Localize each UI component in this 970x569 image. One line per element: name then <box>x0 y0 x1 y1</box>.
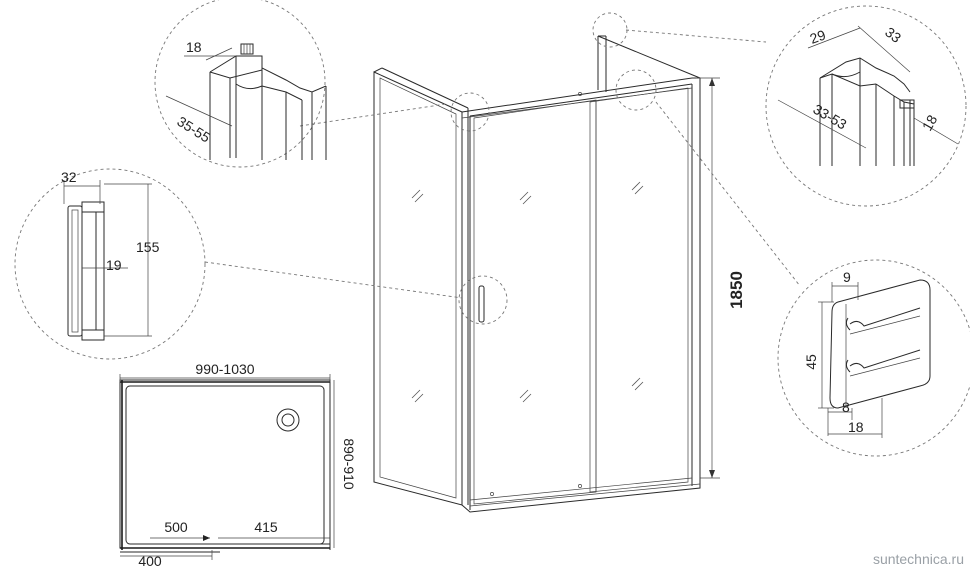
plan-fixed-label: 400 <box>138 553 162 569</box>
seal-label-d: 18 <box>848 419 864 435</box>
callout-connectors <box>204 12 801 325</box>
side-panel <box>373 67 469 506</box>
detail-profile-left: 18 35-55 <box>154 0 327 168</box>
profile-left-label-a: 18 <box>186 39 202 55</box>
handle-width-label: 32 <box>61 169 77 185</box>
glass-reflections <box>411 181 644 403</box>
profile-right-label-c: 33-53 <box>811 101 850 133</box>
profile-right-label-b: 33 <box>882 24 904 46</box>
sliding-door-right <box>589 87 689 493</box>
seal-label-a: 9 <box>843 269 851 285</box>
profile-left-label-b: 35-55 <box>174 113 213 146</box>
back-wall-profile <box>597 35 701 92</box>
plan-gap-label: 415 <box>254 519 278 535</box>
profile-right-label-a: 29 <box>808 26 828 46</box>
detail-profile-right: 29 33 33-53 18 <box>765 5 967 207</box>
watermark: suntechnica.ru <box>873 551 964 567</box>
front-frame <box>461 77 701 513</box>
profile-right-label-d: 18 <box>919 112 941 134</box>
plan-depth-label: 890-910 <box>341 438 357 490</box>
enclosure-handle <box>478 285 485 323</box>
height-dimension: 1850 <box>696 77 746 479</box>
plan-width-label: 990-1030 <box>195 361 254 377</box>
handle-height-label: 155 <box>136 239 160 255</box>
sliding-door-left <box>473 99 597 505</box>
seal-label-c: 8 <box>842 399 850 415</box>
height-label: 1850 <box>727 271 746 309</box>
plan-door-label: 500 <box>164 519 188 535</box>
plan-view: 990-1030 890-910 500 415 400 <box>119 361 357 569</box>
detail-seal: 9 45 8 18 <box>777 259 970 457</box>
handle-depth-label: 19 <box>106 257 122 273</box>
detail-handle: 32 155 19 <box>14 168 206 360</box>
shower-enclosure <box>373 35 701 513</box>
seal-label-b: 45 <box>803 354 819 370</box>
